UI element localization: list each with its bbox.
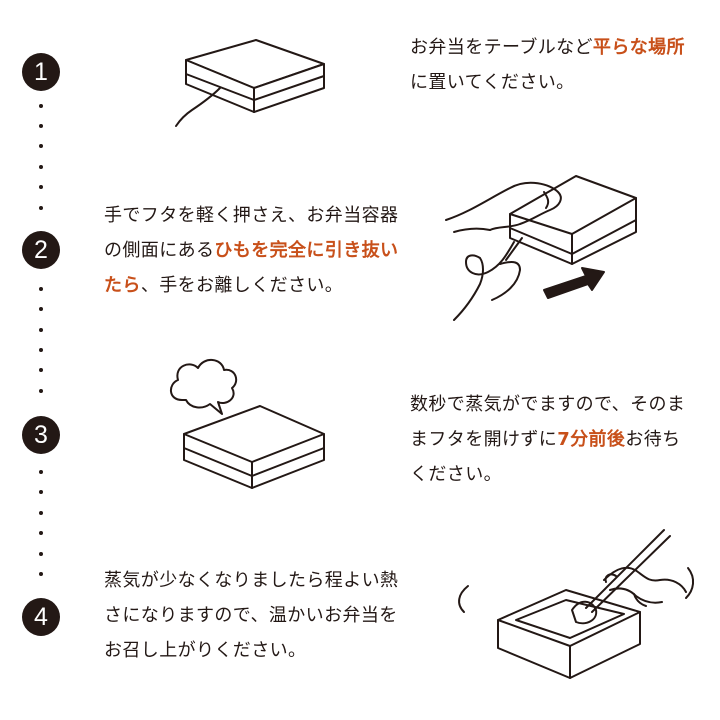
- connector-dot: [39, 165, 43, 169]
- connector-dot: [39, 572, 43, 576]
- connector-dot: [39, 287, 43, 291]
- step-4-text-part: 蒸気が少なくなりましたら程よい熱さになりますので、温かいお弁当をお召し上がりくだ…: [104, 570, 399, 661]
- connector-dot: [39, 144, 43, 148]
- step-1-text-part: お弁当をテーブルなど: [410, 37, 593, 58]
- step-2-text-part: 手でフタを軽く押さえ、お弁当容器の側面にある: [104, 205, 399, 261]
- hand-pull-string-icon: [445, 175, 637, 321]
- connector-dot: [39, 470, 43, 474]
- step-1-text-part: に置いてください。: [410, 72, 575, 93]
- connector-dot: [39, 104, 43, 108]
- step-4-number: 4: [22, 598, 60, 636]
- connector-dot: [39, 206, 43, 210]
- connector-dot: [39, 511, 43, 515]
- step-2-highlight: ひもを完全に引き抜いたら: [104, 240, 399, 296]
- step-3-text-part: 数秒で蒸気がでますので、そのままフタを開けずに: [410, 394, 686, 450]
- step-3-highlight: 7分前後: [557, 429, 626, 450]
- bento-box-string-icon: [175, 39, 325, 127]
- connector-dot: [39, 490, 43, 494]
- connector-dot: [39, 389, 43, 393]
- connector-dot: [39, 368, 43, 372]
- chopsticks-open-box-icon: [458, 529, 694, 679]
- step-3-text: 数秒で蒸気がでますので、そのままフタを開けずに7分前後お待ちください。: [410, 387, 695, 492]
- step-1-text: お弁当をテーブルなど平らな場所に置いてください。: [410, 30, 695, 100]
- step-1-number: 1: [22, 53, 60, 91]
- step-4-text: 蒸気が少なくなりましたら程よい熱さになりますので、温かいお弁当をお召し上がりくだ…: [104, 563, 404, 668]
- step-2-text: 手でフタを軽く押さえ、お弁当容器の側面にあるひもを完全に引き抜いたら、手をお離し…: [104, 198, 404, 303]
- step-2-text-part: 、手をお離しください。: [140, 275, 344, 296]
- step-1-highlight: 平らな場所: [592, 37, 685, 58]
- step-3-text-part: お待ちください。: [410, 429, 681, 485]
- step-2-number: 2: [22, 231, 60, 269]
- connector-dot: [39, 124, 43, 128]
- connector-dot: [39, 307, 43, 311]
- connector-dot: [39, 328, 43, 332]
- step-3-number: 3: [22, 416, 60, 454]
- connector-dot: [39, 185, 43, 189]
- connector-dot: [39, 552, 43, 556]
- steam-cloud-box-icon: [170, 359, 325, 489]
- connector-dot: [39, 531, 43, 535]
- connector-dot: [39, 348, 43, 352]
